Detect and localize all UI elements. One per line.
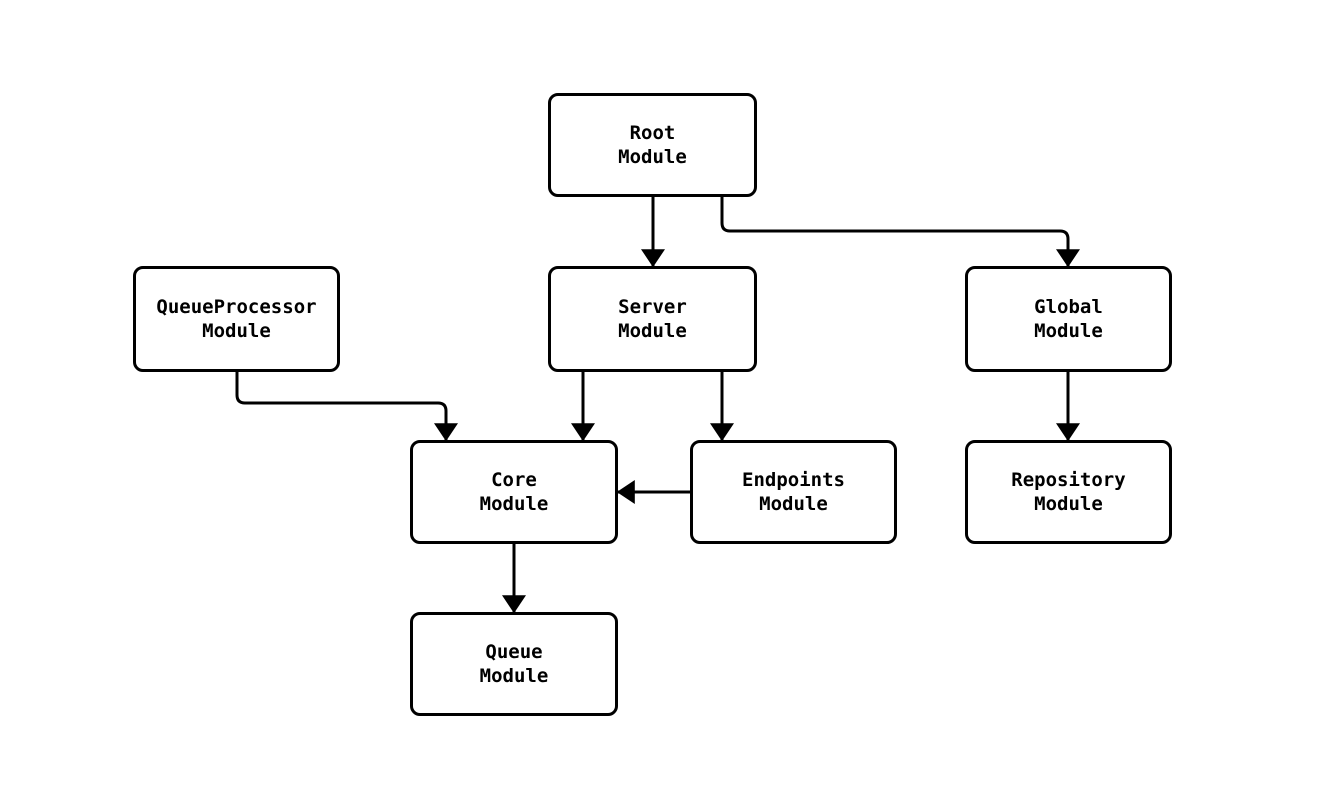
node-root-module: Root Module	[548, 93, 757, 197]
node-repository-module: Repository Module	[965, 440, 1172, 544]
node-root-module-label: Root Module	[618, 122, 687, 168]
node-repository-module-label: Repository Module	[1011, 469, 1126, 515]
node-queue-module-label: Queue Module	[479, 641, 549, 687]
edge-queueprocessor-to-core	[235, 372, 458, 442]
node-queue-module: Queue Module	[410, 612, 618, 716]
node-global-module-label: Global Module	[1034, 296, 1103, 342]
node-server-module-label: Server Module	[618, 296, 687, 342]
node-queueprocessor-module-label: QueueProcessor Module	[156, 296, 317, 342]
node-queueprocessor-module: QueueProcessor Module	[133, 266, 340, 372]
edge-root-to-global	[720, 197, 1080, 268]
node-endpoints-module: Endpoints Module	[690, 440, 897, 544]
node-global-module: Global Module	[965, 266, 1172, 372]
edge-group	[235, 197, 1080, 614]
node-core-module-label: Core Module	[479, 469, 549, 515]
node-endpoints-module-label: Endpoints Module	[742, 469, 845, 515]
node-server-module: Server Module	[548, 266, 757, 372]
node-core-module: Core Module	[410, 440, 618, 544]
